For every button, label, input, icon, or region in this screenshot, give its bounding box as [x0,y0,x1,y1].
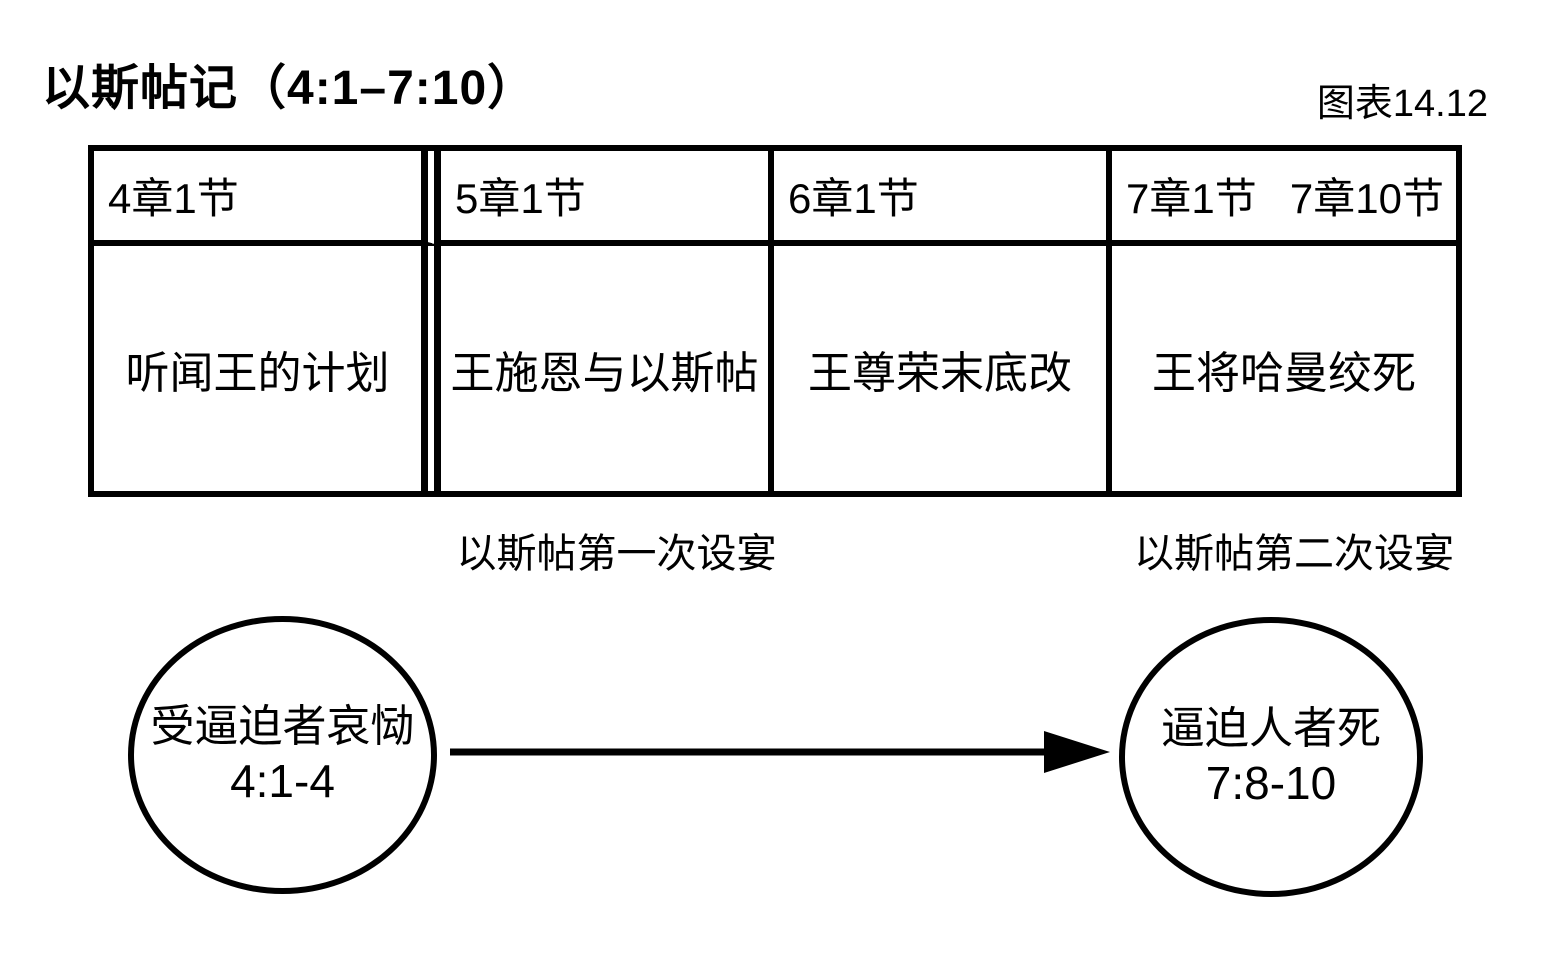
end-circle-label: 逼迫人者死 [1161,704,1381,754]
table-header-ch5: 5章1节 [441,151,774,246]
page-title: 以斯帖记（4:1–7:10） [42,62,537,115]
header-label: 4章1节 [108,175,239,222]
cell-text: 王将哈曼绞死 [1152,348,1416,398]
first-banquet-caption: 以斯帖第一次设宴 [456,532,777,576]
end-circle-reference: 7:8-10 [1205,756,1337,809]
end-circle: 逼迫人者死 7:8-10 [1119,617,1423,897]
chapters-table: 4章1节 5章1节 6章1节 7章1节 7章10节 听闻王的计划 王施恩与以斯帖… [88,145,1462,497]
figure-number-label: 图表14.12 [1316,83,1488,125]
table-header-ch6: 6章1节 [774,151,1112,246]
cell-text: 王尊荣末底改 [808,348,1072,398]
header-label-end: 7章10节 [1289,175,1444,222]
header-label-start: 7章1节 [1126,175,1257,222]
table-cell-ch7: 王将哈曼绞死 [1112,246,1456,491]
start-circle: 受逼迫者哀恸 4:1-4 [128,616,437,894]
table-cell-ch6: 王尊荣末底改 [774,246,1112,491]
header-label: 5章1节 [455,175,586,222]
start-circle-reference: 4:1-4 [230,754,335,807]
header-label: 6章1节 [788,175,919,222]
table-header-ch7: 7章1节 7章10节 [1112,151,1456,246]
table-cell-ch5: 王施恩与以斯帖 [441,246,774,491]
cell-text: 听闻王的计划 [125,348,390,398]
cell-text: 王施恩与以斯帖 [450,348,759,398]
table-header-ch4: 4章1节 [94,151,441,246]
second-banquet-caption: 以斯帖第二次设宴 [1134,532,1454,576]
table-cell-ch4: 听闻王的计划 [94,246,441,491]
right-arrow-icon [450,731,1110,773]
start-circle-label: 受逼迫者哀恸 [150,702,415,752]
